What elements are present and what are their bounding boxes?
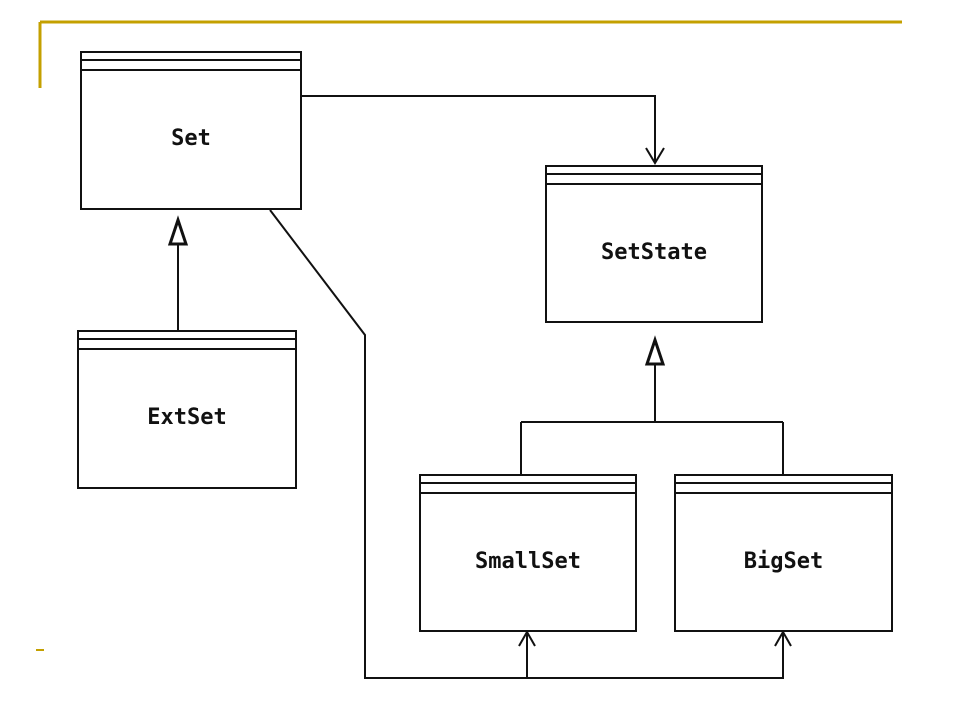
- class-name: SmallSet: [475, 548, 581, 574]
- class-set[interactable]: Set: [80, 51, 302, 210]
- open-arrowhead: [518, 629, 536, 647]
- generalization-triangle: [167, 215, 189, 246]
- class-extset[interactable]: ExtSet: [77, 330, 297, 489]
- open-arrowhead: [645, 147, 665, 165]
- class-name: ExtSet: [147, 405, 227, 430]
- class-name: Set: [171, 126, 211, 151]
- class-header-bars: [676, 476, 891, 494]
- class-header-bars: [547, 167, 761, 185]
- class-header-bars: [82, 53, 300, 71]
- connector-set-to-smallset-bigset: [269, 209, 792, 679]
- class-name: SetState: [601, 239, 707, 265]
- class-bigset[interactable]: BigSet: [674, 474, 893, 632]
- class-header-bars: [421, 476, 635, 494]
- open-arrowhead: [774, 629, 792, 647]
- class-setstate[interactable]: SetState: [545, 165, 763, 323]
- connector-substates-to-setstate: [520, 335, 784, 474]
- generalization-triangle: [644, 335, 666, 366]
- connector-set-to-setstate: [300, 95, 665, 165]
- class-name: BigSet: [743, 548, 824, 574]
- connector-extset-to-set: [167, 215, 189, 330]
- class-smallset[interactable]: SmallSet: [419, 474, 637, 632]
- class-header-bars: [79, 332, 295, 350]
